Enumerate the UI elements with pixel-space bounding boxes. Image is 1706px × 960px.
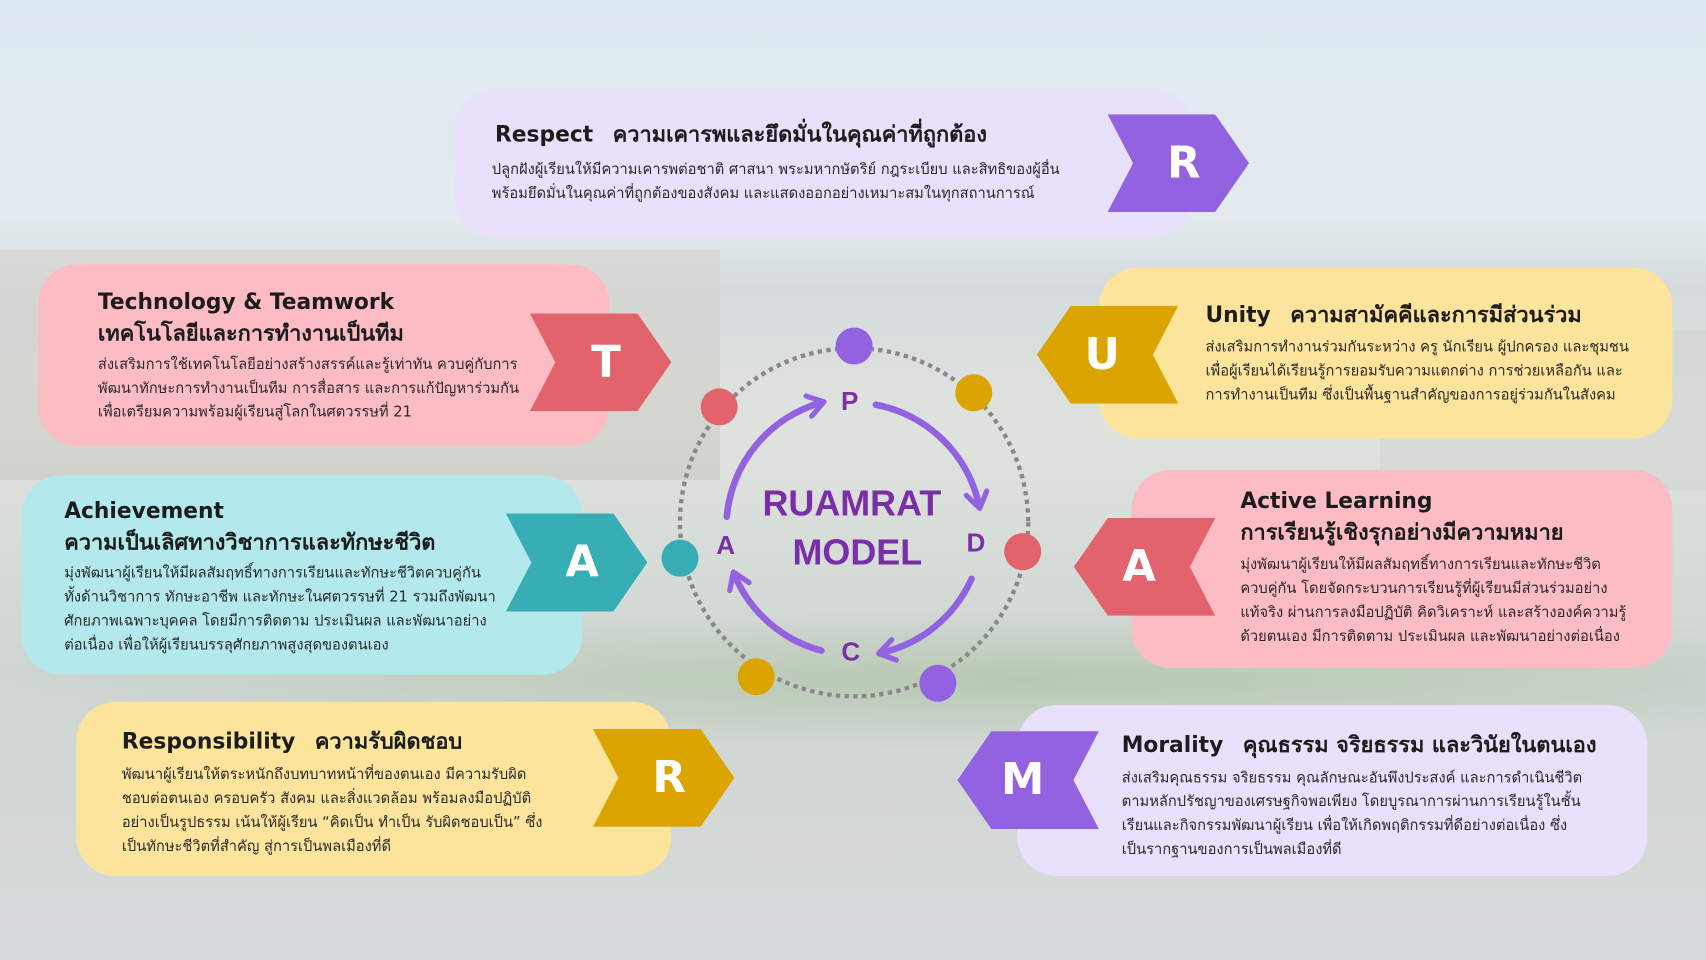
card-title: Unity ความสามัคคีและการมีส่วนร่วม [1206,299,1582,331]
cycle-label-c: C [841,636,860,666]
desc-line: เพื่อเตรียมความพร้อมผู้เรียนสู่โลกในศตวร… [97,403,412,422]
desc-line: มุ่งพัฒนาผู้เรียนให้มีผลสัมฤทธิ์ทางการเร… [1240,555,1601,574]
arrow-d-to-c [876,575,975,663]
card-responsibility: Responsibility ความรับผิดชอบ พัฒนาผู้เรีย… [76,701,672,876]
card-description: ปลูกฝังผู้เรียนให้มีความเคารพต่อชาติ ศาส… [492,158,1060,206]
desc-line: พัฒนาทักษะการทำงานเป็นทีม การสื่อสาร และ… [97,379,520,398]
cycle-label-d: D [967,528,986,558]
title-en: Respect [495,120,594,147]
card-title: Technology & Teamwork เทคโนโลยีและการทำงา… [98,286,404,349]
card-title: Respect ความเคารพและยึดมั่นในคุณค่าที่ถูก… [495,119,987,151]
desc-line: ชอบต่อตนเอง ครอบครัว สังคม และสิ่งแวดล้อ… [121,789,532,808]
desc-line: ปลูกฝังผู้เรียนให้มีความเคารพต่อชาติ ศาส… [491,161,1060,179]
center-title-line2: MODEL [793,533,923,573]
desc-line: การทำงานเป็นทีม ซึ่งเป็นพื้นฐานสำคัญของก… [1205,386,1616,404]
dot-purple [835,327,873,365]
card-respect: Respect ความเคารพและยึดมั่นในคุณค่าที่ถูก… [454,89,1193,238]
dot-teal [661,539,699,577]
desc-line: เรียนและกิจกรรมพัฒนาผู้เรียน เพื่อให้เกิ… [1121,817,1568,835]
desc-line: ควบคู่กัน โดยจัดกระบวนการเรียนรู้ที่ผู้เ… [1240,579,1608,598]
title-th: การเรียนรู้เชิงรุกอย่างมีความหมาย [1240,518,1564,546]
card-description: ส่งเสริมคุณธรรม จริยธรรม คุณลักษณะอันพึง… [1122,766,1582,862]
card-description: ส่งเสริมการใช้เทคโนโลยีอย่างสร้างสรรค์แล… [98,353,519,425]
title-th: ความสามัคคีและการมีส่วนร่วม [1290,301,1582,328]
arrow-p-to-d [872,401,990,512]
card-description: มุ่งพัฒนาผู้เรียนให้มีผลสัมฤทธิ์ทางการเร… [1240,553,1626,649]
desc-line: เป็นทักษะชีวิตที่สำคัญ สู่การเป็นพลเมือง… [121,837,392,856]
card-technology: Technology & Teamwork เทคโนโลยีและการทำงา… [38,264,610,447]
title-th: ความรับผิดชอบ [314,727,463,754]
desc-line: มุ่งพัฒนาผู้เรียนให้มีผลสัมฤทธิ์ทางการเร… [64,564,481,583]
desc-line: ตามหลักปรัชญาของเศรษฐกิจพอเพียง โดยบูรณา… [1121,793,1581,811]
title-th: ความเป็นเลิศทางวิชาการและทักษะชีวิต [64,528,436,555]
card-morality: Morality คุณธรรม จริยธรรม และวินัยในตนเอง… [1017,705,1648,876]
title-en: Responsibility [121,727,296,754]
card-description: มุ่งพัฒนาผู้เรียนให้มีผลสัมฤทธิ์ทางการเร… [64,561,496,657]
desc-line: ส่งเสริมการใช้เทคโนโลยีอย่างสร้างสรรค์แล… [97,355,518,374]
cycle-label-p: P [841,386,858,416]
desc-line: ต่อเนื่อง เพื่อให้ผู้เรียนบรรลุศักยภาพสู… [64,636,389,654]
title-th: คุณธรรม จริยธรรม และวินัยในตนเอง [1242,731,1597,758]
card-description: พัฒนาผู้เรียนให้ตระหนักถึงบทบาทหน้าที่ขอ… [122,763,543,859]
desc-line: พร้อมยึดมั่นในคุณค่าที่ถูกต้องของสังคม แ… [491,184,1035,203]
dot-gold [737,658,775,696]
desc-line: ศักยภาพเฉพาะบุคคล โดยมีการติดตาม ประเมิน… [64,612,487,630]
desc-line: ส่งเสริมการทำงานร่วมกันระหว่าง ครู นักเร… [1205,338,1629,356]
desc-line: พัฒนาผู้เรียนให้ตระหนักถึงบทบาทหน้าที่ขอ… [121,765,527,784]
cycle-label-a: A [716,530,735,560]
card-unity: Unity ความสามัคคีและการมีส่วนร่วม ส่งเสริ… [1098,267,1673,439]
title-en: Unity [1205,301,1271,328]
center-title-line1: RUAMRAT [763,484,942,524]
title-th: ความเคารพและยึดมั่นในคุณค่าที่ถูกต้อง [612,120,988,147]
desc-line: ส่งเสริมคุณธรรม จริยธรรม คุณลักษณะอันพึง… [1121,769,1583,787]
dot-gold [955,374,993,412]
dot-purple [919,664,957,702]
title-en: Achievement [64,497,224,524]
title-en: Active Learning [1240,487,1433,514]
dot-red [1004,533,1042,571]
card-title: Achievement ความเป็นเลิศทางวิชาการและทักษ… [64,495,435,558]
title-en: Morality [1121,731,1224,758]
desc-line: เพื่อผู้เรียนได้เรียนรู้การยอมรับความแตก… [1205,362,1623,380]
arrow-c-to-a [727,569,825,654]
card-achievement: Achievement ความเป็นเลิศทางวิชาการและทักษ… [21,475,583,675]
dot-red [700,388,738,426]
desc-line: ด้วยตนเอง มีการติดตาม ประเมินผล และพัฒนา… [1240,627,1620,646]
desc-line: ทั้งด้านวิชาการ ทักษะอาชีพ และทักษะในศตว… [64,588,496,607]
desc-line: แท้จริง ผ่านการลงมือปฏิบัติ คิดวิเคราะห์… [1240,603,1627,622]
card-active-learning: Active Learning การเรียนรู้เชิงรุกอย่างมี… [1131,470,1673,669]
desc-line: เป็นรากฐานของการเป็นพลเมืองที่ดี [1121,841,1342,859]
title-th: เทคโนโลยีและการทำงานเป็นทีม [97,319,404,346]
card-title: Morality คุณธรรม จริยธรรม และวินัยในตนเอง [1122,729,1597,761]
card-title: Active Learning การเรียนรู้เชิงรุกอย่างมี… [1240,485,1563,548]
card-title: Responsibility ความรับผิดชอบ [122,726,462,758]
card-description: ส่งเสริมการทำงานร่วมกันระหว่าง ครู นักเร… [1206,335,1629,407]
arrow-a-to-p [723,393,827,521]
title-en: Technology & Teamwork [97,288,395,315]
desc-line: อย่างเป็นรูปธรรม เน้นให้ผู้เรียน “คิดเป็… [121,813,543,832]
